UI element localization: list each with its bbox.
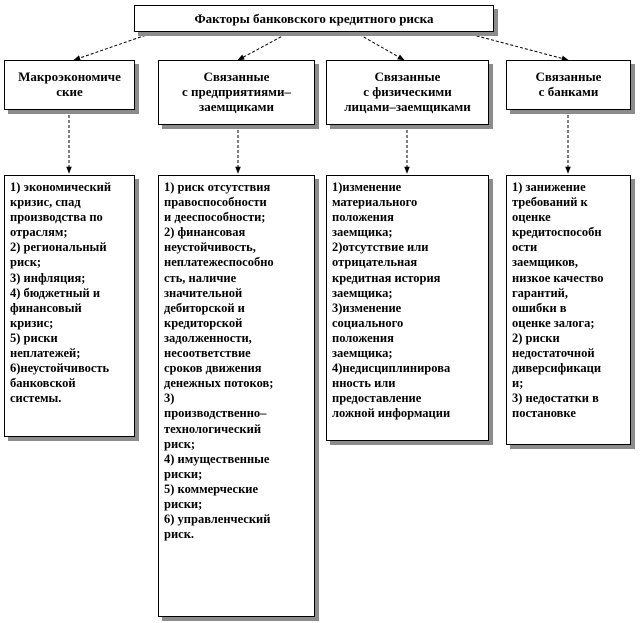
arrow-to-banks: [461, 31, 569, 62]
header-individuals: Связанные с физическими лицами–заемщикам…: [326, 60, 489, 125]
header-enterprises: Связанные с предприятиями– заемщиками: [158, 60, 315, 125]
body-individuals: 1)изменение материального положения заем…: [326, 175, 489, 441]
arrow-to-macro: [73, 31, 156, 61]
arrow-to-enterprises: [237, 31, 291, 61]
body-macroeconomic: 1) экономический кризис, спад производст…: [4, 175, 135, 437]
header-macroeconomic: Макроэкономиче ские: [4, 60, 135, 110]
body-banks: 1) занижение требований к оценке кредито…: [506, 175, 631, 445]
header-banks: Связанные с банками: [506, 60, 631, 110]
diagram-title: Факторы банковского кредитного риска: [134, 5, 494, 32]
arrow-to-individuals: [354, 31, 405, 61]
body-enterprises: 1) риск отсутствия правоспособности и де…: [158, 175, 315, 617]
